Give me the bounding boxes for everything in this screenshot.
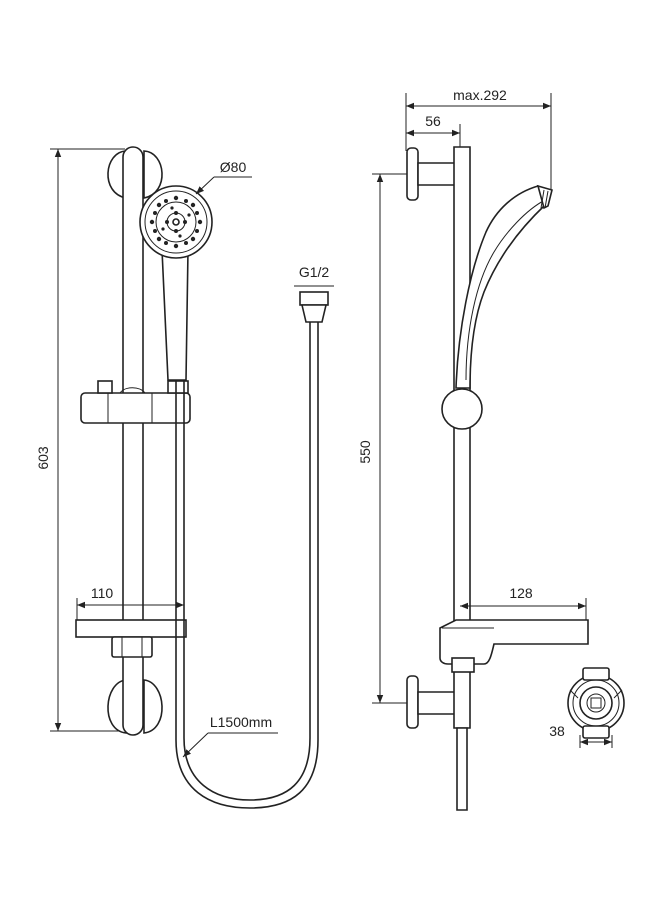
hose-thread-label: G1/2 — [299, 264, 330, 280]
hose-length-label: L1500mm — [210, 714, 272, 730]
max-projection-label: max.292 — [453, 87, 507, 103]
lower-bracket-side — [406, 675, 465, 729]
soap-tray-side — [439, 619, 589, 673]
height-dimension: 603 — [35, 148, 125, 732]
front-view: 603 — [35, 146, 334, 809]
upper-bracket-side — [406, 147, 465, 201]
hose-length-dimension: L1500mm — [182, 714, 278, 758]
riser-rail — [122, 146, 144, 736]
fixing-centres-label: 550 — [357, 440, 373, 464]
soap-tray — [75, 619, 187, 658]
head-diameter-label: Ø80 — [220, 159, 247, 175]
shower-hose — [175, 291, 329, 809]
height-total-label: 603 — [35, 446, 51, 470]
tray-depth-label: 128 — [509, 585, 533, 601]
hose-end-side — [456, 727, 468, 811]
wall-offset-label: 56 — [425, 113, 441, 129]
slider-holder — [80, 380, 191, 424]
slider-knob-side — [441, 388, 483, 430]
tray-depth-dimension: 128 — [460, 585, 587, 620]
max-projection-dimension: max.292 — [405, 87, 552, 190]
thread-dimension: G1/2 — [294, 264, 334, 287]
riser-rail-side — [453, 146, 471, 729]
side-view: max.292 56 550 — [357, 87, 589, 811]
bracket-size-label: 38 — [549, 723, 565, 739]
hand-shower — [139, 185, 213, 381]
bracket-detail-view: 38 — [549, 667, 625, 748]
diameter-dimension: Ø80 — [195, 159, 252, 195]
lower-wall-bracket — [107, 679, 163, 734]
wall-offset-dimension: 56 — [406, 113, 461, 151]
fixing-centres-dimension: 550 — [357, 173, 418, 704]
hand-shower-side — [455, 184, 553, 389]
tray-width-label: 110 — [91, 585, 114, 601]
upper-wall-bracket — [107, 150, 163, 199]
